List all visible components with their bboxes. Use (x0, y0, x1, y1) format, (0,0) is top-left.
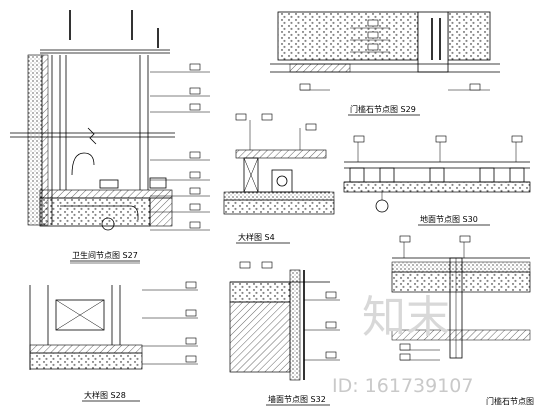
annotation-leaders-3 (235, 113, 317, 150)
detail-drawing-7 (391, 235, 531, 361)
caption-drawing-4: 地面节点图 S30 (418, 214, 490, 226)
annotation-leaders-7 (399, 235, 471, 361)
watermark-brand: 知末 (362, 292, 450, 343)
detail-drawing-1 (10, 10, 210, 231)
watermark: 知末 ID: 161739107 (332, 292, 473, 397)
detail-drawing-6 (229, 261, 340, 381)
caption-drawing-5: 大样图 S28 (82, 390, 140, 402)
caption-text: 卫生间节点图 S27 (72, 250, 138, 260)
caption-drawing-7: 门槛石节点图 (486, 396, 534, 406)
caption-text: 大样图 S4 (238, 232, 275, 242)
caption-text: 大样图 S28 (84, 390, 126, 400)
annotation-leaders-4 (353, 135, 523, 162)
caption-text: 门槛石节点图 (486, 396, 534, 406)
caption-drawing-3: 大样图 S4 (236, 232, 290, 244)
detail-drawing-4 (343, 135, 531, 213)
caption-drawing-6: 墙面节点图 S32 (266, 394, 330, 406)
caption-text: 墙面节点图 S32 (268, 394, 326, 404)
detail-drawing-2 (270, 11, 500, 91)
watermark-id: ID: 161739107 (332, 375, 473, 397)
detail-drawing-3 (223, 113, 335, 215)
caption-drawing-1: 卫生间节点图 S27 (70, 250, 140, 264)
annotation-leaders-5 (142, 281, 198, 365)
annotation-leaders-1 (150, 63, 210, 231)
detail-drawing-5 (29, 281, 198, 370)
caption-text: 门槛石节点图 S29 (350, 104, 416, 114)
caption-text: 地面节点图 S30 (420, 214, 478, 224)
annotation-leaders-2 (299, 19, 490, 91)
caption-drawing-2: 门槛石节点图 S29 (348, 104, 420, 116)
annotation-leaders-6 (239, 261, 340, 361)
